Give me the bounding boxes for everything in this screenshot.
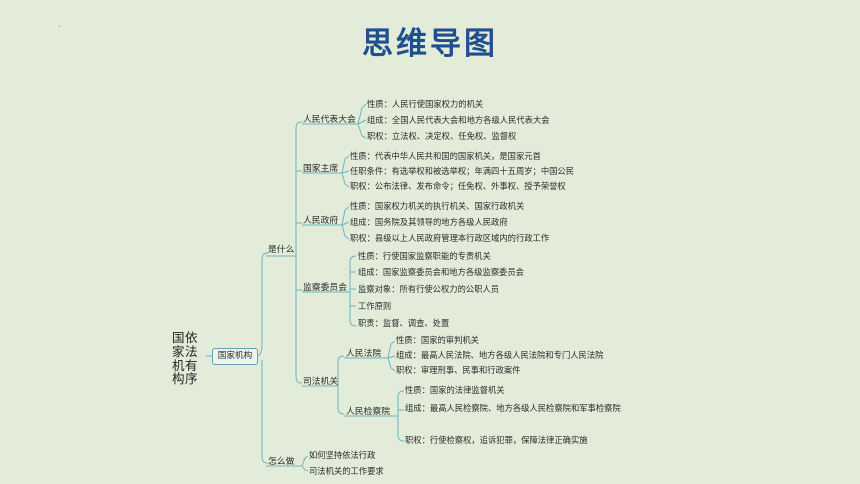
npc-item: 职权：立法权、决定权、任免权、监督权 [367, 131, 517, 141]
supervision-item: 监察对象：所有行使公权力的公职人员 [358, 284, 500, 294]
branch-how: 怎么做 [268, 457, 295, 467]
court-item: 职权：审理刑事、民事和行政案件 [396, 365, 521, 375]
government-item: 性质：国家权力机关的执行机关、国家行政机关 [350, 201, 525, 211]
node-procuratorate: 人民检察院 [346, 407, 390, 417]
root-node: 国依家法机有构序 [172, 330, 199, 387]
npc-item: 性质：人民行使国家权力的机关 [367, 99, 484, 109]
node-npc: 人民代表大会 [303, 115, 356, 125]
government-item: 组成：国务院及其领导的地方各级人民政府 [350, 217, 508, 227]
supervision-item: 职责：监督、调查、处置 [358, 318, 450, 328]
government-item: 职权：县级以上人民政府管理本行政区域内的行政工作 [350, 233, 550, 243]
how-item: 如何坚持依法行政 [309, 450, 376, 460]
decorative-dot: · [58, 22, 61, 32]
president-item: 任职条件：有选举权和被选举权；年满四十五周岁；中国公民 [350, 166, 575, 176]
president-item: 职权：公布法律、发布命令；任免权、外事权、授予荣誉权 [350, 181, 566, 191]
procuratorate-item: 职权：行使检察权，追诉犯罪，保障法律正确实施 [405, 435, 588, 445]
court-item: 组成：最高人民法院、地方各级人民法院和专门人民法院 [396, 350, 604, 360]
court-item: 性质：国家的审判机关 [396, 335, 479, 345]
supervision-item: 组成：国家监察委员会和地方各级监察委员会 [358, 267, 524, 277]
node-president: 国家主席 [303, 164, 339, 174]
president-item: 性质：代表中华人民共和国的国家机关，是国家元首 [350, 151, 541, 161]
node-supervision: 监察委员会 [303, 283, 347, 293]
procuratorate-item: 性质：国家的法律监督机关 [405, 385, 505, 395]
center-node: 国家机构 [212, 348, 258, 365]
how-item: 司法机关的工作要求 [309, 466, 384, 476]
node-court: 人民法院 [346, 349, 382, 359]
branch-what: 是什么 [268, 245, 295, 255]
node-government: 人民政府 [303, 216, 339, 226]
page-title: 思维导图 [362, 26, 498, 62]
procuratorate-item: 组成：最高人民检察院、地方各级人民检察院和军事检察院 [405, 403, 621, 413]
supervision-item: 性质：行使国家监察职能的专责机关 [358, 251, 491, 261]
npc-item: 组成：全国人民代表大会和地方各级人民代表大会 [367, 115, 550, 125]
node-judicial: 司法机关 [303, 377, 339, 387]
supervision-item: 工作原则 [358, 301, 392, 311]
